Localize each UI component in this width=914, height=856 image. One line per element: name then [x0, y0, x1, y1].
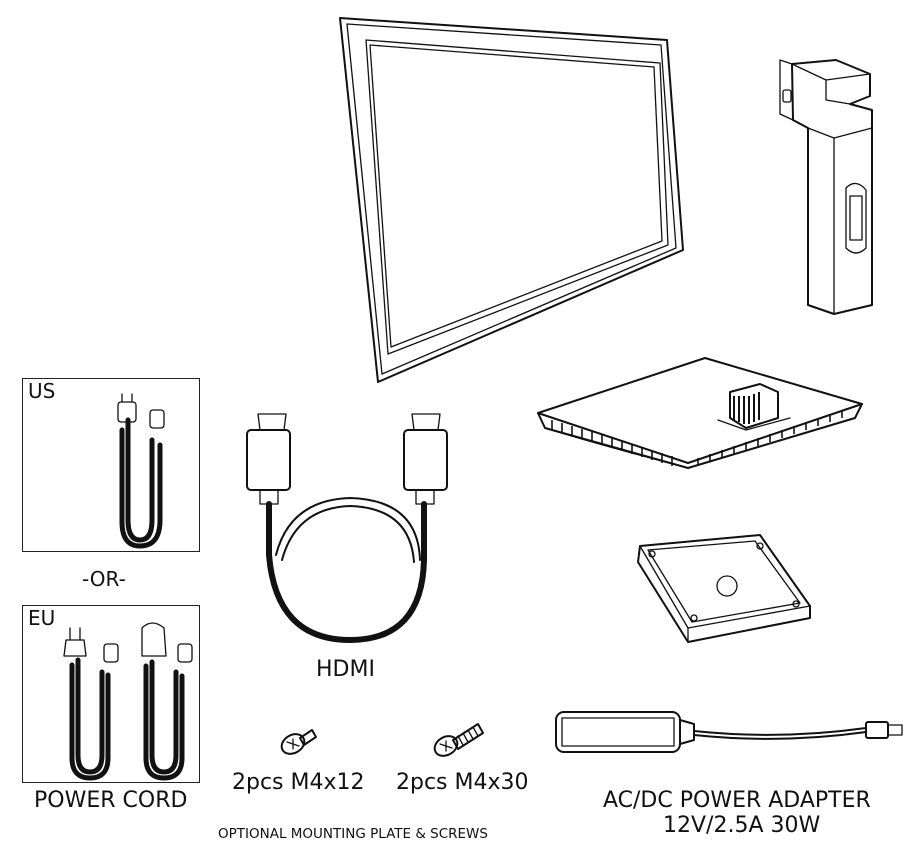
- eu-label: EU: [28, 606, 56, 630]
- power-cord-label: POWER CORD: [34, 788, 188, 813]
- eu-cord-box: EU: [22, 605, 200, 783]
- adapter-label-line1: AC/DC POWER ADAPTER: [603, 788, 871, 813]
- or-label: -OR-: [82, 567, 126, 591]
- us-label: US: [28, 379, 56, 403]
- screw-short-label: 2pcs M4x12: [232, 770, 365, 795]
- us-cord-box: US: [22, 378, 200, 552]
- adapter-label-line2: 12V/2.5A 30W: [663, 813, 821, 838]
- hdmi-label: HDMI: [316, 657, 375, 682]
- screw-long-label: 2pcs M4x30: [396, 770, 529, 795]
- optional-label: OPTIONAL MOUNTING PLATE & SCREWS: [218, 826, 488, 842]
